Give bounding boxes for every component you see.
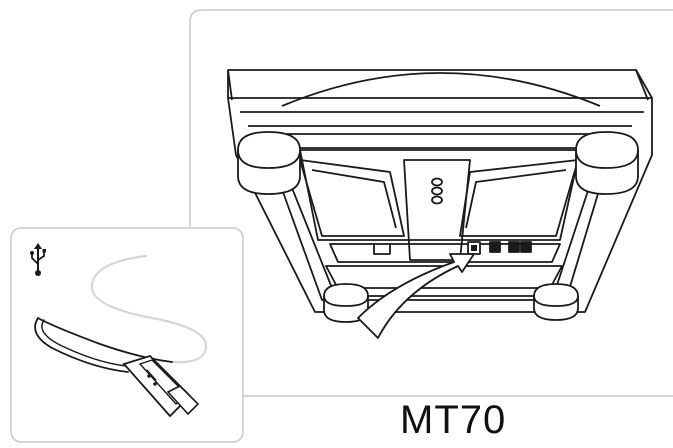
connector-strip [329, 243, 561, 263]
scale-dome [281, 72, 601, 107]
usb-port-inner [471, 245, 477, 251]
foot-bottom-left [323, 283, 369, 323]
cable-fade [90, 254, 208, 364]
model-label: MT70 [400, 398, 507, 442]
scale-strut-right [459, 159, 579, 237]
insert-arrow [357, 253, 475, 339]
foot-top-right [575, 131, 639, 195]
scale-crossbar [299, 149, 581, 241]
scale-dome-rim [240, 111, 644, 127]
rj-port-2 [508, 241, 520, 253]
foot-top-left [237, 131, 301, 195]
cable-body-inner [41, 319, 127, 367]
main-panel [189, 9, 673, 397]
foot-bottom-right [533, 283, 579, 321]
usb-b-cable-icon [34, 254, 208, 418]
scale-strut-left [299, 159, 405, 237]
usb-symbol-icon [30, 243, 46, 276]
cable-body [34, 316, 173, 373]
scale-underside-illustration [227, 69, 653, 339]
cable-notch [373, 244, 391, 255]
column-screw-1 [431, 177, 443, 187]
cable-inset-panel [10, 227, 244, 443]
column-screw-2 [431, 186, 443, 196]
rj-port-3 [520, 241, 532, 253]
column-screw-3 [431, 195, 443, 205]
rj-port-1 [489, 241, 501, 253]
